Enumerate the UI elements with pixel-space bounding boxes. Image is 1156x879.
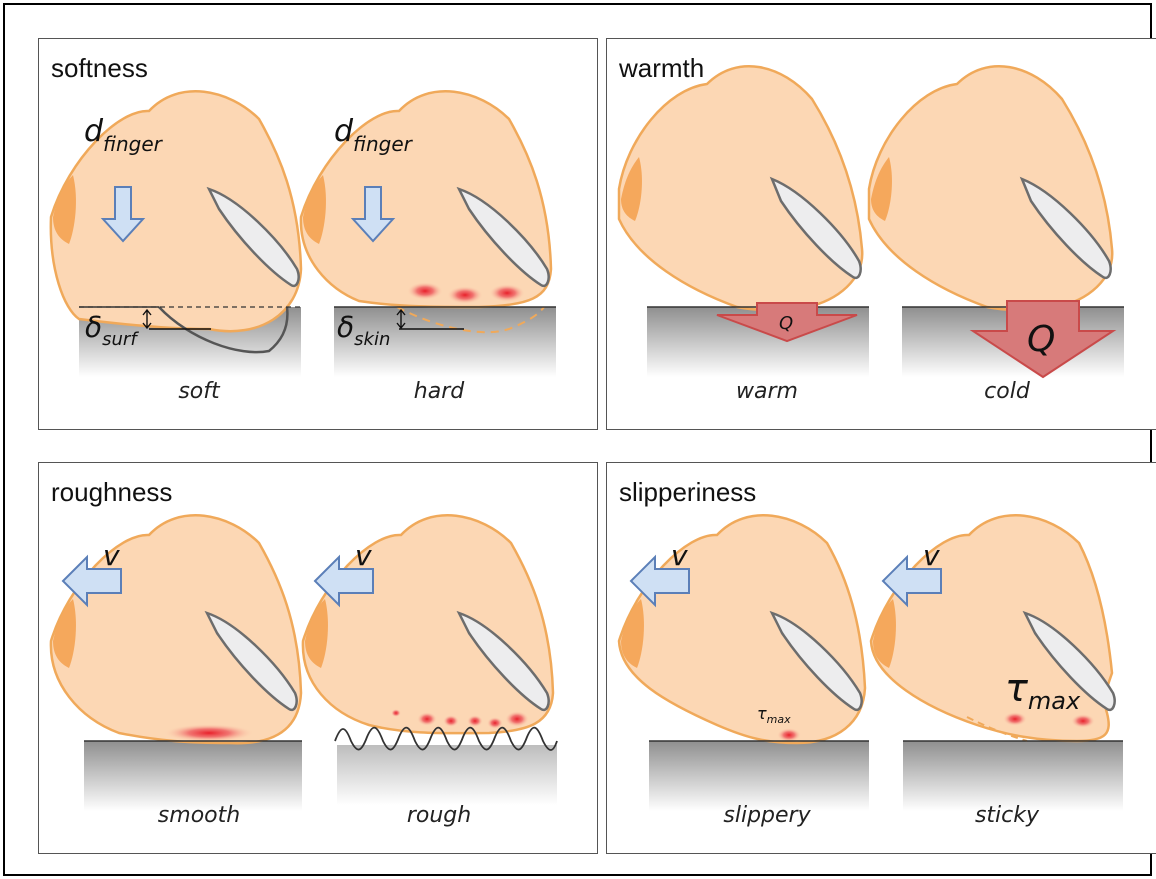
soft-example: dfinger δsurf	[51, 91, 301, 377]
v-label: v	[671, 539, 688, 572]
roughness-panel: roughness v	[38, 462, 598, 854]
warmth-illustration: Q Q	[607, 39, 1156, 430]
v-label: v	[355, 539, 372, 572]
caption-slippery: slippery	[667, 803, 867, 828]
rough-example: v	[303, 515, 557, 805]
slipperiness-illustration: v τmax v τmax	[607, 463, 1156, 854]
smooth-surface	[84, 741, 302, 811]
caption-rough: rough	[339, 803, 539, 828]
caption-hard: hard	[339, 379, 539, 404]
v-label: v	[923, 539, 940, 572]
pressure-hotspot	[447, 286, 483, 304]
pressure-band	[164, 724, 254, 742]
shear-hotspot	[1003, 712, 1027, 726]
caption-sticky: sticky	[907, 803, 1107, 828]
finger	[619, 66, 862, 310]
pressure-hotspot	[487, 717, 503, 729]
v-label: v	[103, 539, 120, 572]
surface	[649, 741, 869, 811]
finger	[303, 515, 553, 733]
slipperiness-panel: slipperiness v τmax v	[606, 462, 1156, 854]
finger	[51, 515, 301, 743]
pressure-hotspot	[467, 715, 483, 727]
roughness-illustration: v v	[39, 463, 598, 854]
pressure-hotspot	[505, 711, 529, 727]
caption-smooth: smooth	[99, 803, 299, 828]
softness-panel: softness dfinger δsurf	[38, 38, 598, 430]
pressure-hotspot	[417, 712, 437, 726]
cold-example: Q	[869, 66, 1124, 377]
caption-soft: soft	[99, 379, 299, 404]
sticky-example: v τmax	[871, 515, 1123, 811]
slippery-example: v τmax	[619, 515, 869, 811]
pressure-hotspot	[489, 284, 525, 302]
pressure-hotspot	[443, 715, 459, 727]
hard-example: dfinger δskin	[301, 91, 556, 377]
rough-surface	[337, 745, 557, 805]
smooth-example: v	[51, 515, 302, 811]
finger	[619, 515, 865, 743]
surface	[903, 741, 1123, 811]
finger	[869, 66, 1112, 310]
q-large-label: Q	[1027, 319, 1055, 360]
warmth-panel: warmth Q Q warm cold	[606, 38, 1156, 430]
caption-cold: cold	[907, 379, 1107, 404]
caption-warm: warm	[667, 379, 867, 404]
q-small-label: Q	[779, 313, 793, 334]
pressure-hotspot	[391, 709, 401, 717]
shear-hotspot	[777, 728, 801, 742]
softness-illustration: dfinger δsurf dfinger δskin	[39, 39, 598, 430]
pressure-hotspot	[407, 282, 443, 300]
warm-example: Q	[619, 66, 869, 377]
shear-hotspot	[1071, 714, 1095, 728]
